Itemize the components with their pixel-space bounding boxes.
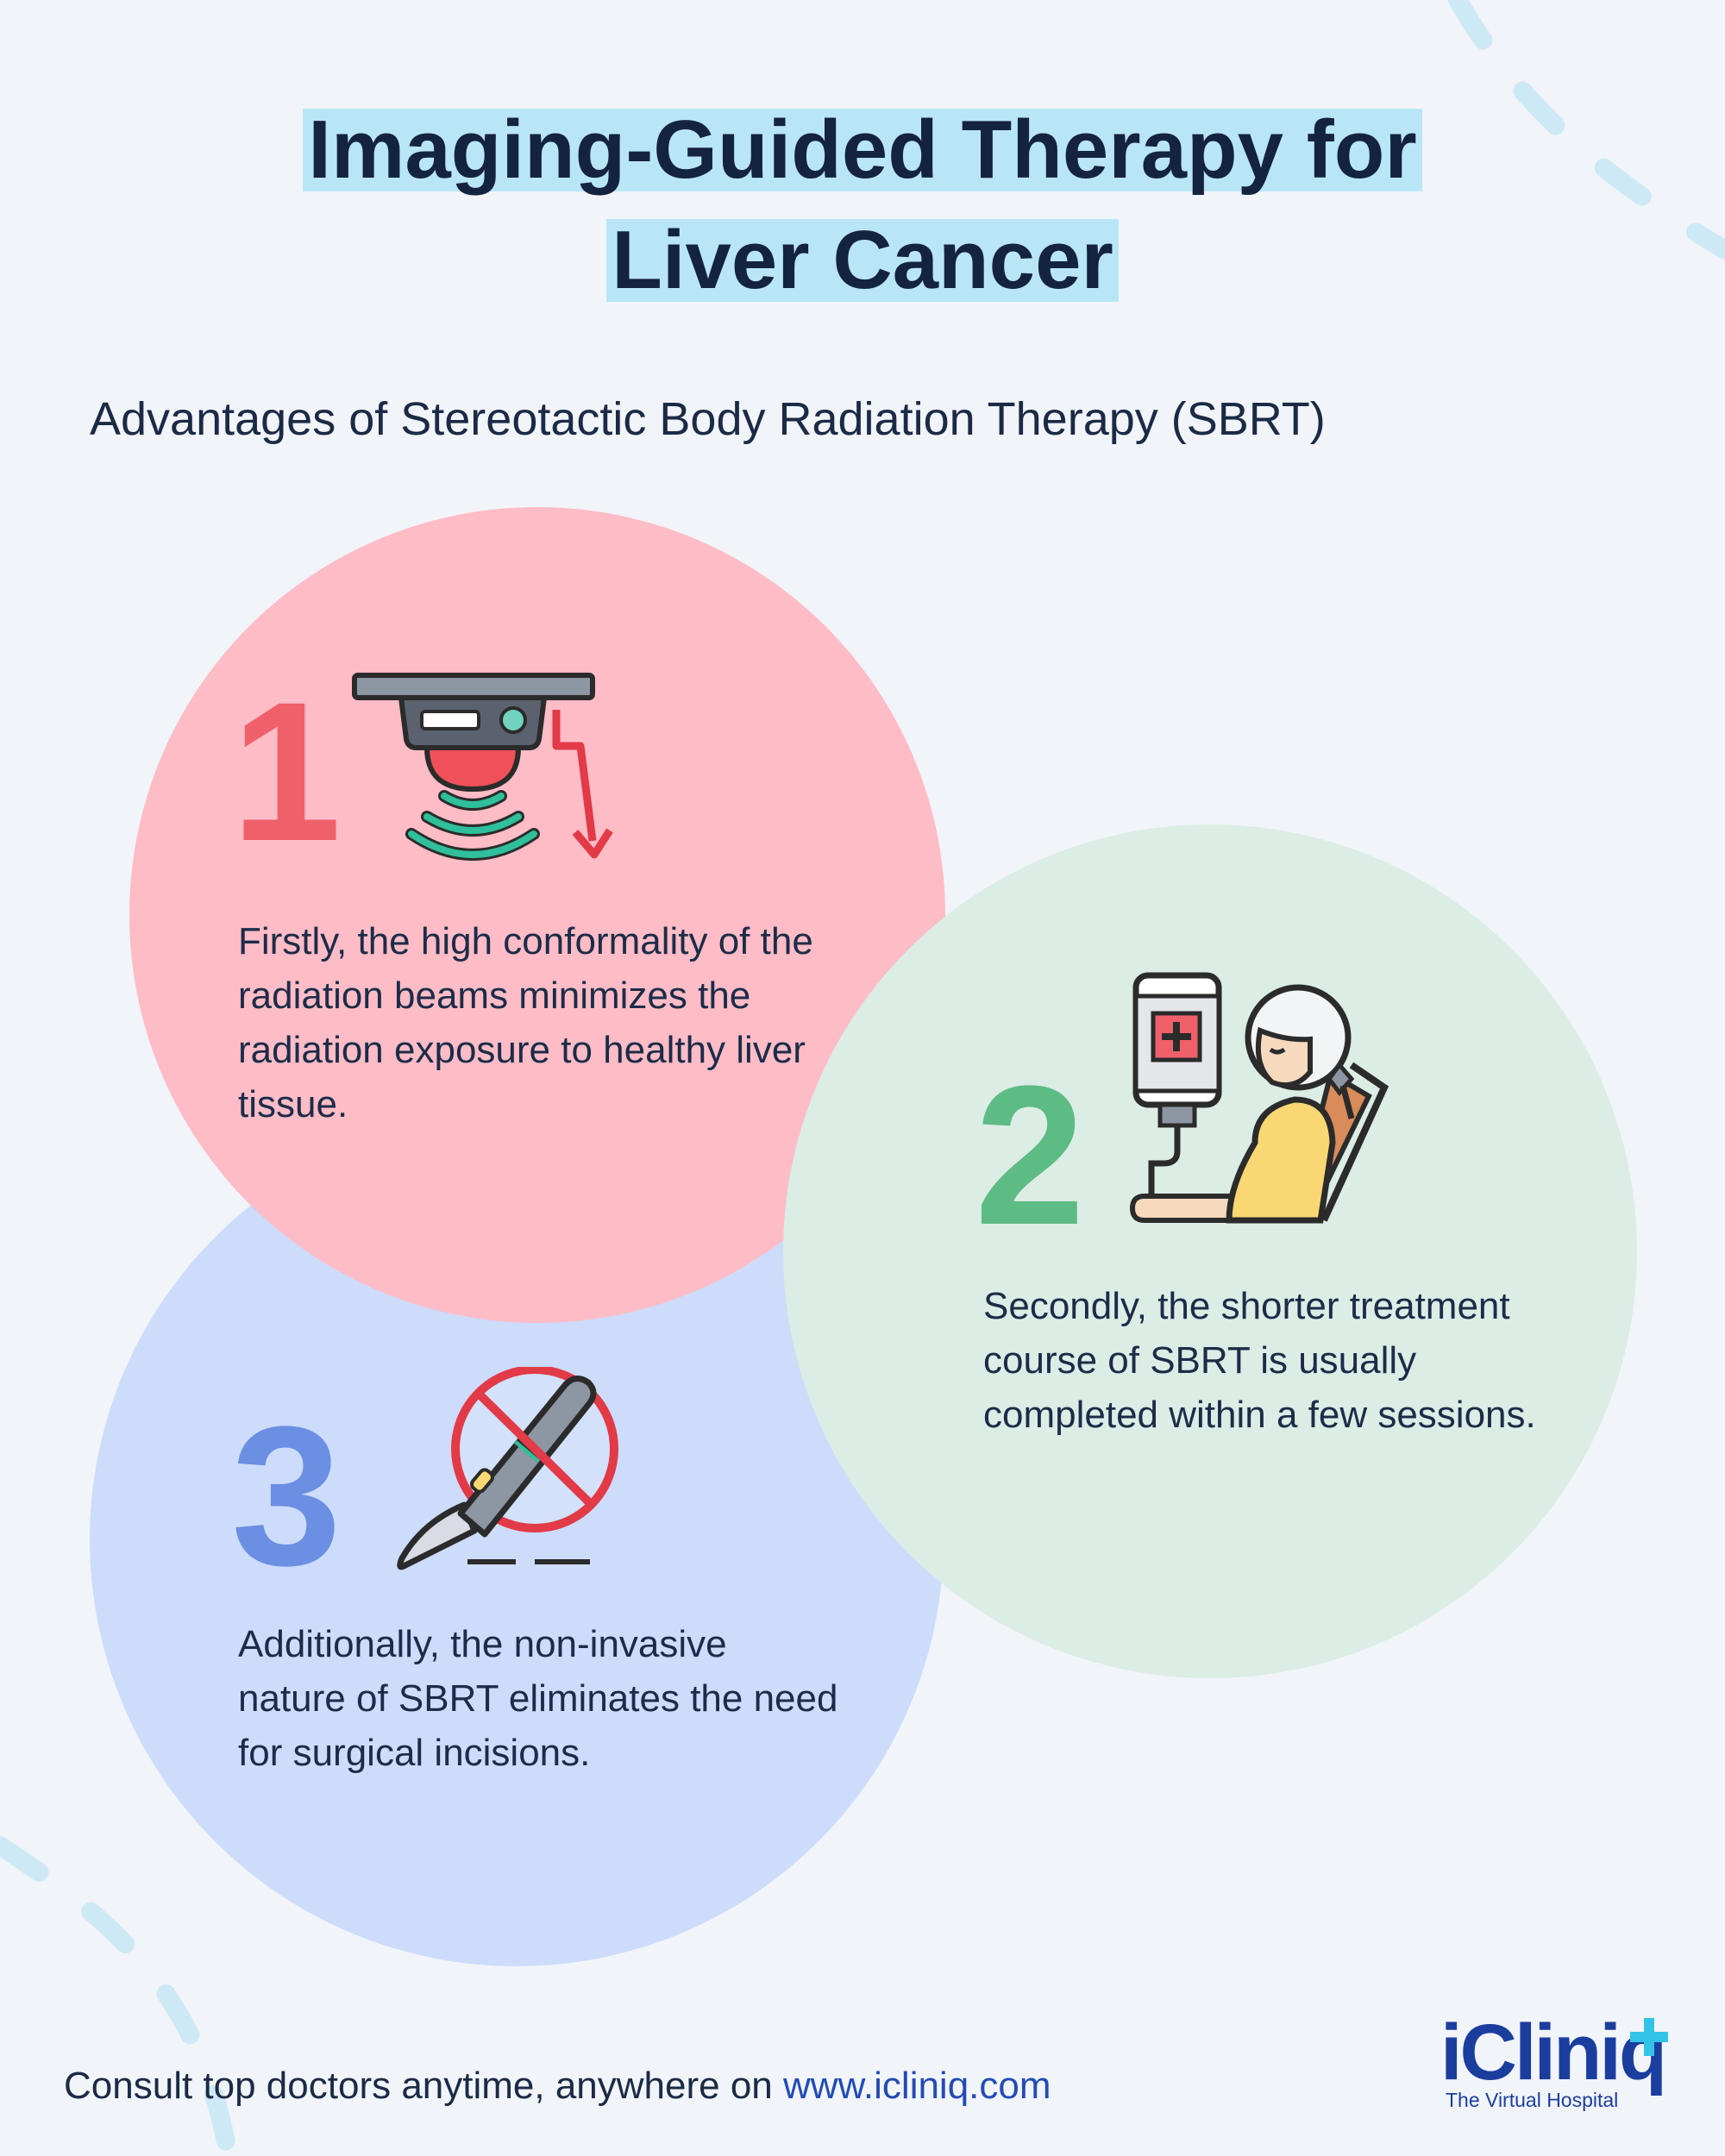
- item-1-number: 1: [231, 661, 342, 882]
- logo-tagline: The Virtual Hospital: [1446, 2089, 1619, 2111]
- footer-text: Consult top doctors anytime, anywhere on…: [64, 2065, 1271, 2108]
- title-line-2: Liver Cancer: [606, 219, 1119, 302]
- item-2-number: 2: [975, 1044, 1085, 1266]
- logo-wordmark: iCliniq: [1440, 2009, 1667, 2096]
- patient-iv-drip-icon: [1129, 972, 1389, 1224]
- page-subtitle: Advantages of Stereotactic Body Radiatio…: [90, 393, 1326, 445]
- item-3-number: 3: [231, 1385, 342, 1607]
- logo-plus-icon: [1630, 2018, 1668, 2056]
- item-2-text: Secondly, the shorter treatment course o…: [983, 1285, 1536, 1436]
- icliniq-logo[interactable]: iCliniq The Virtual Hospital: [1440, 2009, 1682, 2113]
- footer-message: Consult top doctors anytime, anywhere on: [64, 2065, 784, 2107]
- page-title: Imaging-Guided Therapy for Liver Cancer: [0, 95, 1725, 316]
- footer-link[interactable]: www.icliniq.com: [783, 2065, 1051, 2107]
- no-scalpel-icon: [397, 1367, 618, 1570]
- item-1-text: Firstly, the high conformality of the ra…: [238, 920, 813, 1125]
- item-3-text: Additionally, the non-invasive nature of…: [238, 1623, 838, 1774]
- radiation-machine-icon: [352, 673, 613, 861]
- title-line-1: Imaging-Guided Therapy for: [303, 109, 1422, 191]
- circle-item-2: [783, 824, 1637, 1678]
